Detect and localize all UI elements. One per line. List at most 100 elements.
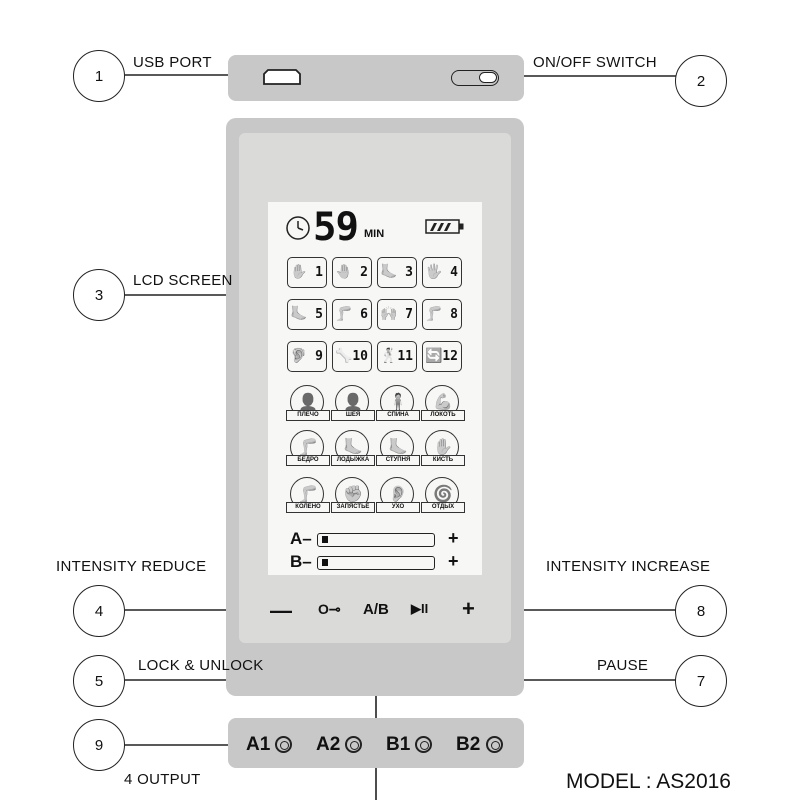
program-11-icon: 🕺 bbox=[380, 347, 398, 363]
body-part-item: 👤ШЕЯ bbox=[331, 385, 375, 429]
intensity-increase-button[interactable]: + bbox=[462, 596, 475, 621]
channel-b-intensity-fill bbox=[322, 559, 328, 566]
body-part-label: ЛОКОТЬ bbox=[421, 410, 465, 421]
callout-5: 5 bbox=[73, 655, 125, 707]
clock-icon bbox=[286, 216, 310, 240]
program-2-icon: 🤚 bbox=[335, 263, 353, 279]
program-3: 🦶3 bbox=[377, 257, 417, 288]
program-7: 🙌7 bbox=[377, 299, 417, 330]
program-5-icon: 🦶 bbox=[290, 305, 308, 321]
program-number: 11 bbox=[397, 349, 413, 364]
body-part-label: ПЛЕЧО bbox=[286, 410, 330, 421]
program-2: 🤚2 bbox=[332, 257, 372, 288]
lock-button[interactable]: O⊸ bbox=[318, 601, 341, 617]
program-number: 5 bbox=[315, 307, 323, 322]
body-part-item: ✊ЗАПЯСТЬЕ bbox=[331, 477, 375, 521]
on-off-switch[interactable] bbox=[451, 70, 499, 86]
body-part-label: УХО bbox=[376, 502, 420, 513]
ab-button[interactable]: A/B bbox=[363, 601, 389, 618]
program-8-icon: 🦵 bbox=[425, 305, 443, 321]
body-part-item: 👤ПЛЕЧО bbox=[286, 385, 330, 429]
body-part-item: 🦶ЛОДЫЖКА bbox=[331, 430, 375, 474]
model-label: MODEL : AS2016 bbox=[566, 770, 731, 793]
intensity-reduce-button[interactable]: — bbox=[270, 598, 292, 623]
label-lcd-screen: LCD SCREEN bbox=[133, 272, 233, 289]
callout-7: 7 bbox=[675, 655, 727, 707]
program-6: 🦵6 bbox=[332, 299, 372, 330]
body-part-item: 🦵БЕДРО bbox=[286, 430, 330, 474]
body-part-item: 🌀ОТДЫХ bbox=[421, 477, 465, 521]
label-lock-unlock: LOCK & UNLOCK bbox=[138, 657, 264, 674]
output-b2-jack[interactable] bbox=[486, 736, 503, 753]
output-a1-jack[interactable] bbox=[275, 736, 292, 753]
program-10-icon: 🦴 bbox=[335, 347, 353, 363]
output-b1-label: B1 bbox=[386, 734, 411, 755]
program-number: 9 bbox=[315, 349, 323, 364]
output-b2-label: B2 bbox=[456, 734, 481, 755]
battery-icon bbox=[425, 219, 464, 234]
program-10: 🦴10 bbox=[332, 341, 372, 372]
intensity-row-b: B– + bbox=[290, 551, 470, 574]
body-part-label: ЛОДЫЖКА bbox=[331, 455, 375, 466]
timer-unit: MIN bbox=[364, 228, 385, 240]
program-8: 🦵8 bbox=[422, 299, 462, 330]
label-on-off-switch: ON/OFF SWITCH bbox=[533, 54, 657, 71]
body-part-label: ШЕЯ bbox=[331, 410, 375, 421]
body-part-label: БЕДРО bbox=[286, 455, 330, 466]
program-number: 3 bbox=[405, 265, 413, 280]
program-11: 🕺11 bbox=[377, 341, 417, 372]
program-3-icon: 🦶 bbox=[380, 263, 398, 279]
body-part-item: ✋КИСТЬ bbox=[421, 430, 465, 474]
program-9-icon: 🦻 bbox=[290, 347, 308, 363]
program-number: 7 bbox=[405, 307, 413, 322]
label-intensity-increase: INTENSITY INCREASE bbox=[546, 558, 711, 575]
body-part-item: 🧍СПИНА bbox=[376, 385, 420, 429]
callout-2: 2 bbox=[675, 55, 727, 107]
pause-button[interactable]: ▶II bbox=[411, 601, 429, 616]
channel-a-label: A– bbox=[290, 529, 312, 548]
callout-8: 8 bbox=[675, 585, 727, 637]
callout-1: 1 bbox=[73, 50, 125, 102]
program-6-icon: 🦵 bbox=[335, 305, 353, 321]
program-4: 🖐4 bbox=[422, 257, 462, 288]
callout-3: 3 bbox=[73, 269, 125, 321]
label-usb-port: USB PORT bbox=[133, 54, 212, 71]
program-number: 6 bbox=[360, 307, 368, 322]
body-part-item: 💪ЛОКОТЬ bbox=[421, 385, 465, 429]
channel-a-intensity-bar bbox=[317, 533, 435, 547]
body-part-item: 🦶СТУПНЯ bbox=[376, 430, 420, 474]
channel-a-intensity-fill bbox=[322, 536, 328, 543]
output-a2-jack[interactable] bbox=[345, 736, 362, 753]
program-number: 8 bbox=[450, 307, 458, 322]
timer-value: 59 bbox=[313, 205, 359, 250]
channel-a-plus: + bbox=[448, 528, 459, 548]
body-part-item: 🦵КОЛЕНО bbox=[286, 477, 330, 521]
body-part-label: СПИНА bbox=[376, 410, 420, 421]
program-number: 2 bbox=[360, 265, 368, 280]
program-7-icon: 🙌 bbox=[380, 305, 398, 321]
output-b1-jack[interactable] bbox=[415, 736, 432, 753]
output-a2-label: A2 bbox=[316, 734, 341, 755]
channel-b-plus: + bbox=[448, 551, 459, 571]
body-part-label: ОТДЫХ bbox=[421, 502, 465, 513]
program-number: 4 bbox=[450, 265, 458, 280]
body-part-label: ЗАПЯСТЬЕ bbox=[331, 502, 375, 513]
usb-port-icon bbox=[263, 69, 301, 85]
channel-b-intensity-bar bbox=[317, 556, 435, 570]
program-number: 12 bbox=[442, 349, 458, 364]
callout-9: 9 bbox=[73, 719, 125, 771]
program-1-icon: ✋ bbox=[290, 263, 308, 279]
output-a1-label: A1 bbox=[246, 734, 271, 755]
body-part-item: 👂УХО bbox=[376, 477, 420, 521]
label-pause: PAUSE bbox=[597, 657, 649, 674]
body-part-label: СТУПНЯ bbox=[376, 455, 420, 466]
program-5: 🦶5 bbox=[287, 299, 327, 330]
channel-b-label: B– bbox=[290, 552, 312, 571]
label-intensity-reduce: INTENSITY REDUCE bbox=[56, 558, 207, 575]
program-number: 10 bbox=[352, 349, 368, 364]
callout-4: 4 bbox=[73, 585, 125, 637]
intensity-row-a: A– + bbox=[290, 528, 470, 551]
program-4-icon: 🖐 bbox=[425, 263, 443, 279]
body-part-label: КИСТЬ bbox=[421, 455, 465, 466]
program-12: 🔄12 bbox=[422, 341, 462, 372]
